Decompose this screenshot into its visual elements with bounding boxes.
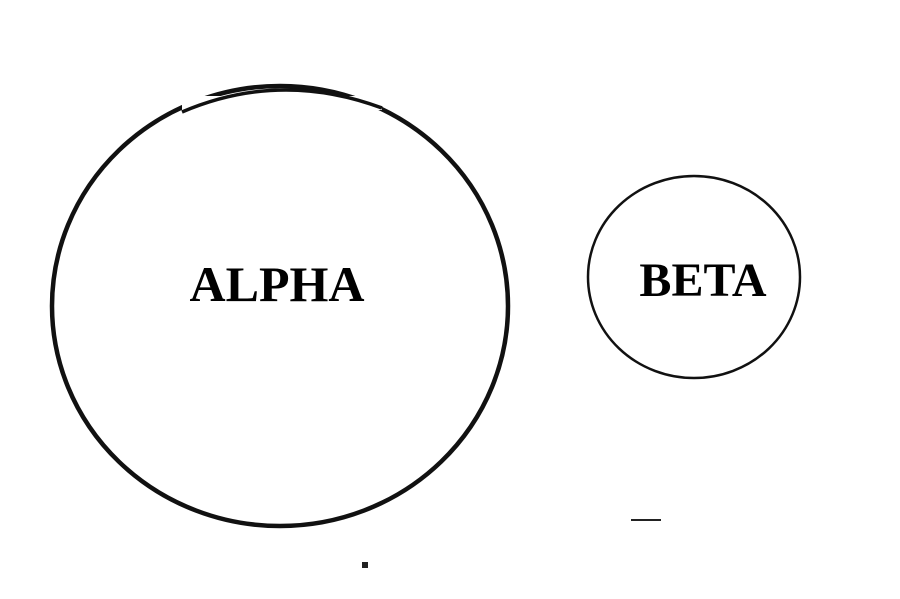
alpha-group: ALPHA <box>49 83 511 529</box>
alpha-top-arc <box>181 88 383 114</box>
beta-group: BETA <box>586 174 802 380</box>
alpha-label: ALPHA <box>190 256 365 312</box>
artifact-dash <box>631 519 661 521</box>
beta-label: BETA <box>639 254 766 307</box>
alpha-circle <box>49 83 511 529</box>
artifact-mark <box>362 562 368 568</box>
alpha-stroke-gap <box>182 96 382 110</box>
beta-circle <box>586 174 802 380</box>
